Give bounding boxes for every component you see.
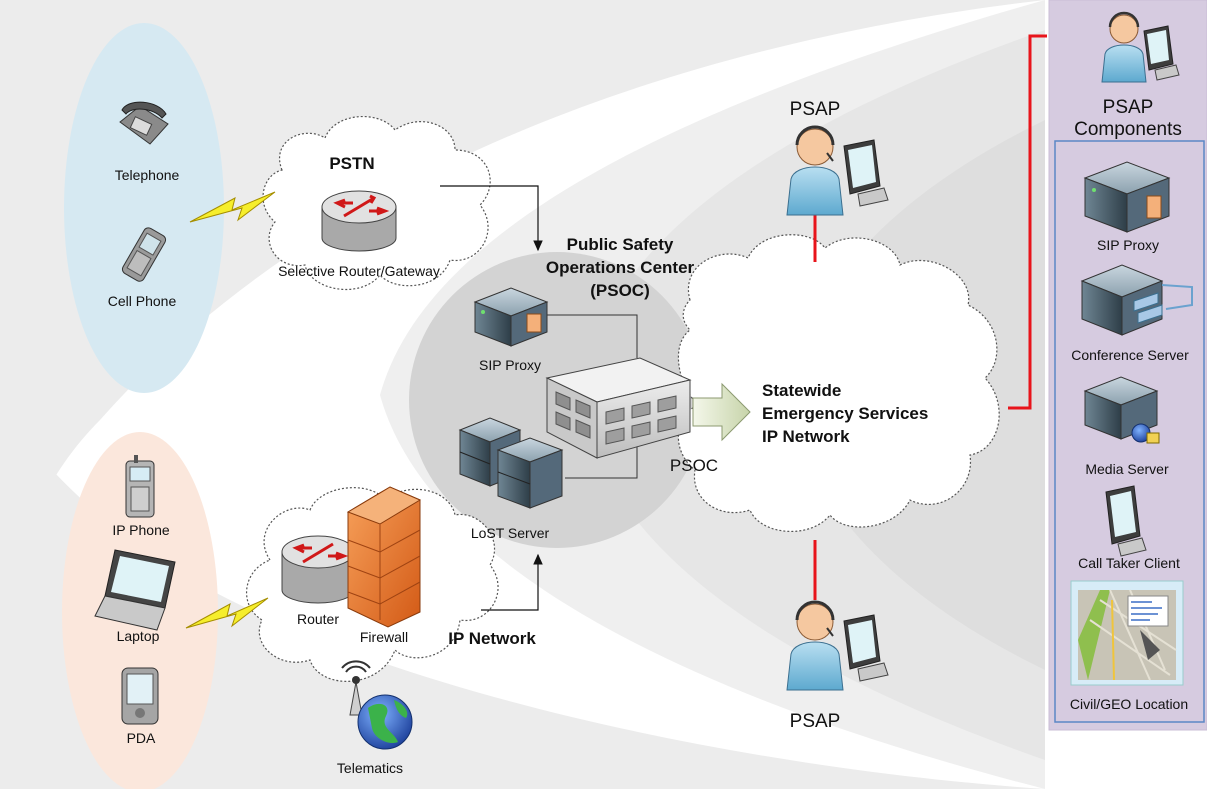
sip-proxy-server-icon: [473, 287, 549, 347]
selective-router-label: Selective Router/Gateway: [278, 263, 440, 279]
psoc-building-icon: [545, 357, 692, 459]
panel-monitor-icon: [1143, 25, 1180, 81]
panel-map-image: [1070, 580, 1184, 686]
psap-bottom-label: PSAP: [790, 711, 841, 732]
lost-server-label: LoST Server: [471, 525, 550, 541]
pda-label: PDA: [127, 730, 156, 746]
wireless-bolt-icon: [189, 191, 276, 223]
cell-phone-label: Cell Phone: [108, 293, 177, 309]
router-label: Router: [297, 611, 339, 627]
legacy-devices-oval: [64, 23, 224, 393]
panel-title-line-2: Components: [1074, 119, 1182, 140]
panel-item-civil-geo-location: Civil/GEO Location: [1070, 696, 1188, 712]
ip-phone-label: IP Phone: [112, 522, 170, 538]
firewall-icon: [346, 486, 422, 628]
psap-bottom-monitor-icon: [843, 614, 889, 682]
psoc-title-line-1: Public Safety: [567, 235, 674, 254]
panel-item-media-server: Media Server: [1085, 461, 1169, 477]
telematics-label: Telematics: [337, 760, 403, 776]
firewall-label: Firewall: [360, 629, 408, 645]
psap-bottom-operator-icon: [786, 600, 844, 691]
psoc-title-line-2: Operations Center: [546, 258, 695, 277]
psoc-to-network-arrow: [692, 382, 751, 442]
router-icon: [281, 535, 355, 604]
globe-icon: [357, 694, 413, 750]
psap-top-monitor-icon: [843, 139, 889, 207]
panel-title-line-1: PSAP: [1103, 97, 1154, 118]
wireless-bolt-icon: [185, 597, 269, 629]
laptop-label: Laptop: [117, 628, 160, 644]
panel-operator-icon: [1101, 11, 1147, 83]
panel-item-conference-server: Conference Server: [1071, 347, 1189, 363]
laptop-icon: [94, 549, 176, 631]
panel-conference-server-icon: [1080, 264, 1193, 336]
panel-media-server-icon: [1083, 376, 1160, 444]
telematics-antenna-icon: [341, 660, 371, 716]
statewide-label-line-1: Statewide: [762, 381, 841, 400]
telephone-icon: [119, 101, 169, 145]
cell-phone-icon: [121, 227, 167, 282]
panel-item-call-taker-client: Call Taker Client: [1078, 555, 1180, 571]
psoc-title-line-3: (PSOC): [590, 281, 650, 300]
psap-top-label: PSAP: [790, 99, 841, 120]
panel-call-taker-monitor-icon: [1105, 485, 1147, 557]
statewide-label-line-2: Emergency Services: [762, 404, 928, 423]
lost-server-icon: [458, 417, 564, 509]
selective-router-icon: [321, 190, 397, 252]
pda-icon: [121, 667, 159, 725]
ip-network-label: IP Network: [448, 629, 536, 648]
telephone-label: Telephone: [115, 167, 180, 183]
pstn-label: PSTN: [329, 154, 374, 173]
ip-phone-icon: [125, 455, 155, 518]
psoc-label: PSOC: [670, 456, 718, 475]
psap-top-operator-icon: [786, 125, 844, 216]
panel-sip-proxy-icon: [1083, 161, 1171, 233]
statewide-network-cloud: [677, 234, 1000, 533]
panel-item-sip-proxy: SIP Proxy: [1097, 237, 1159, 253]
psoc-sip-proxy-label: SIP Proxy: [479, 357, 541, 373]
statewide-label-line-3: IP Network: [762, 427, 850, 446]
